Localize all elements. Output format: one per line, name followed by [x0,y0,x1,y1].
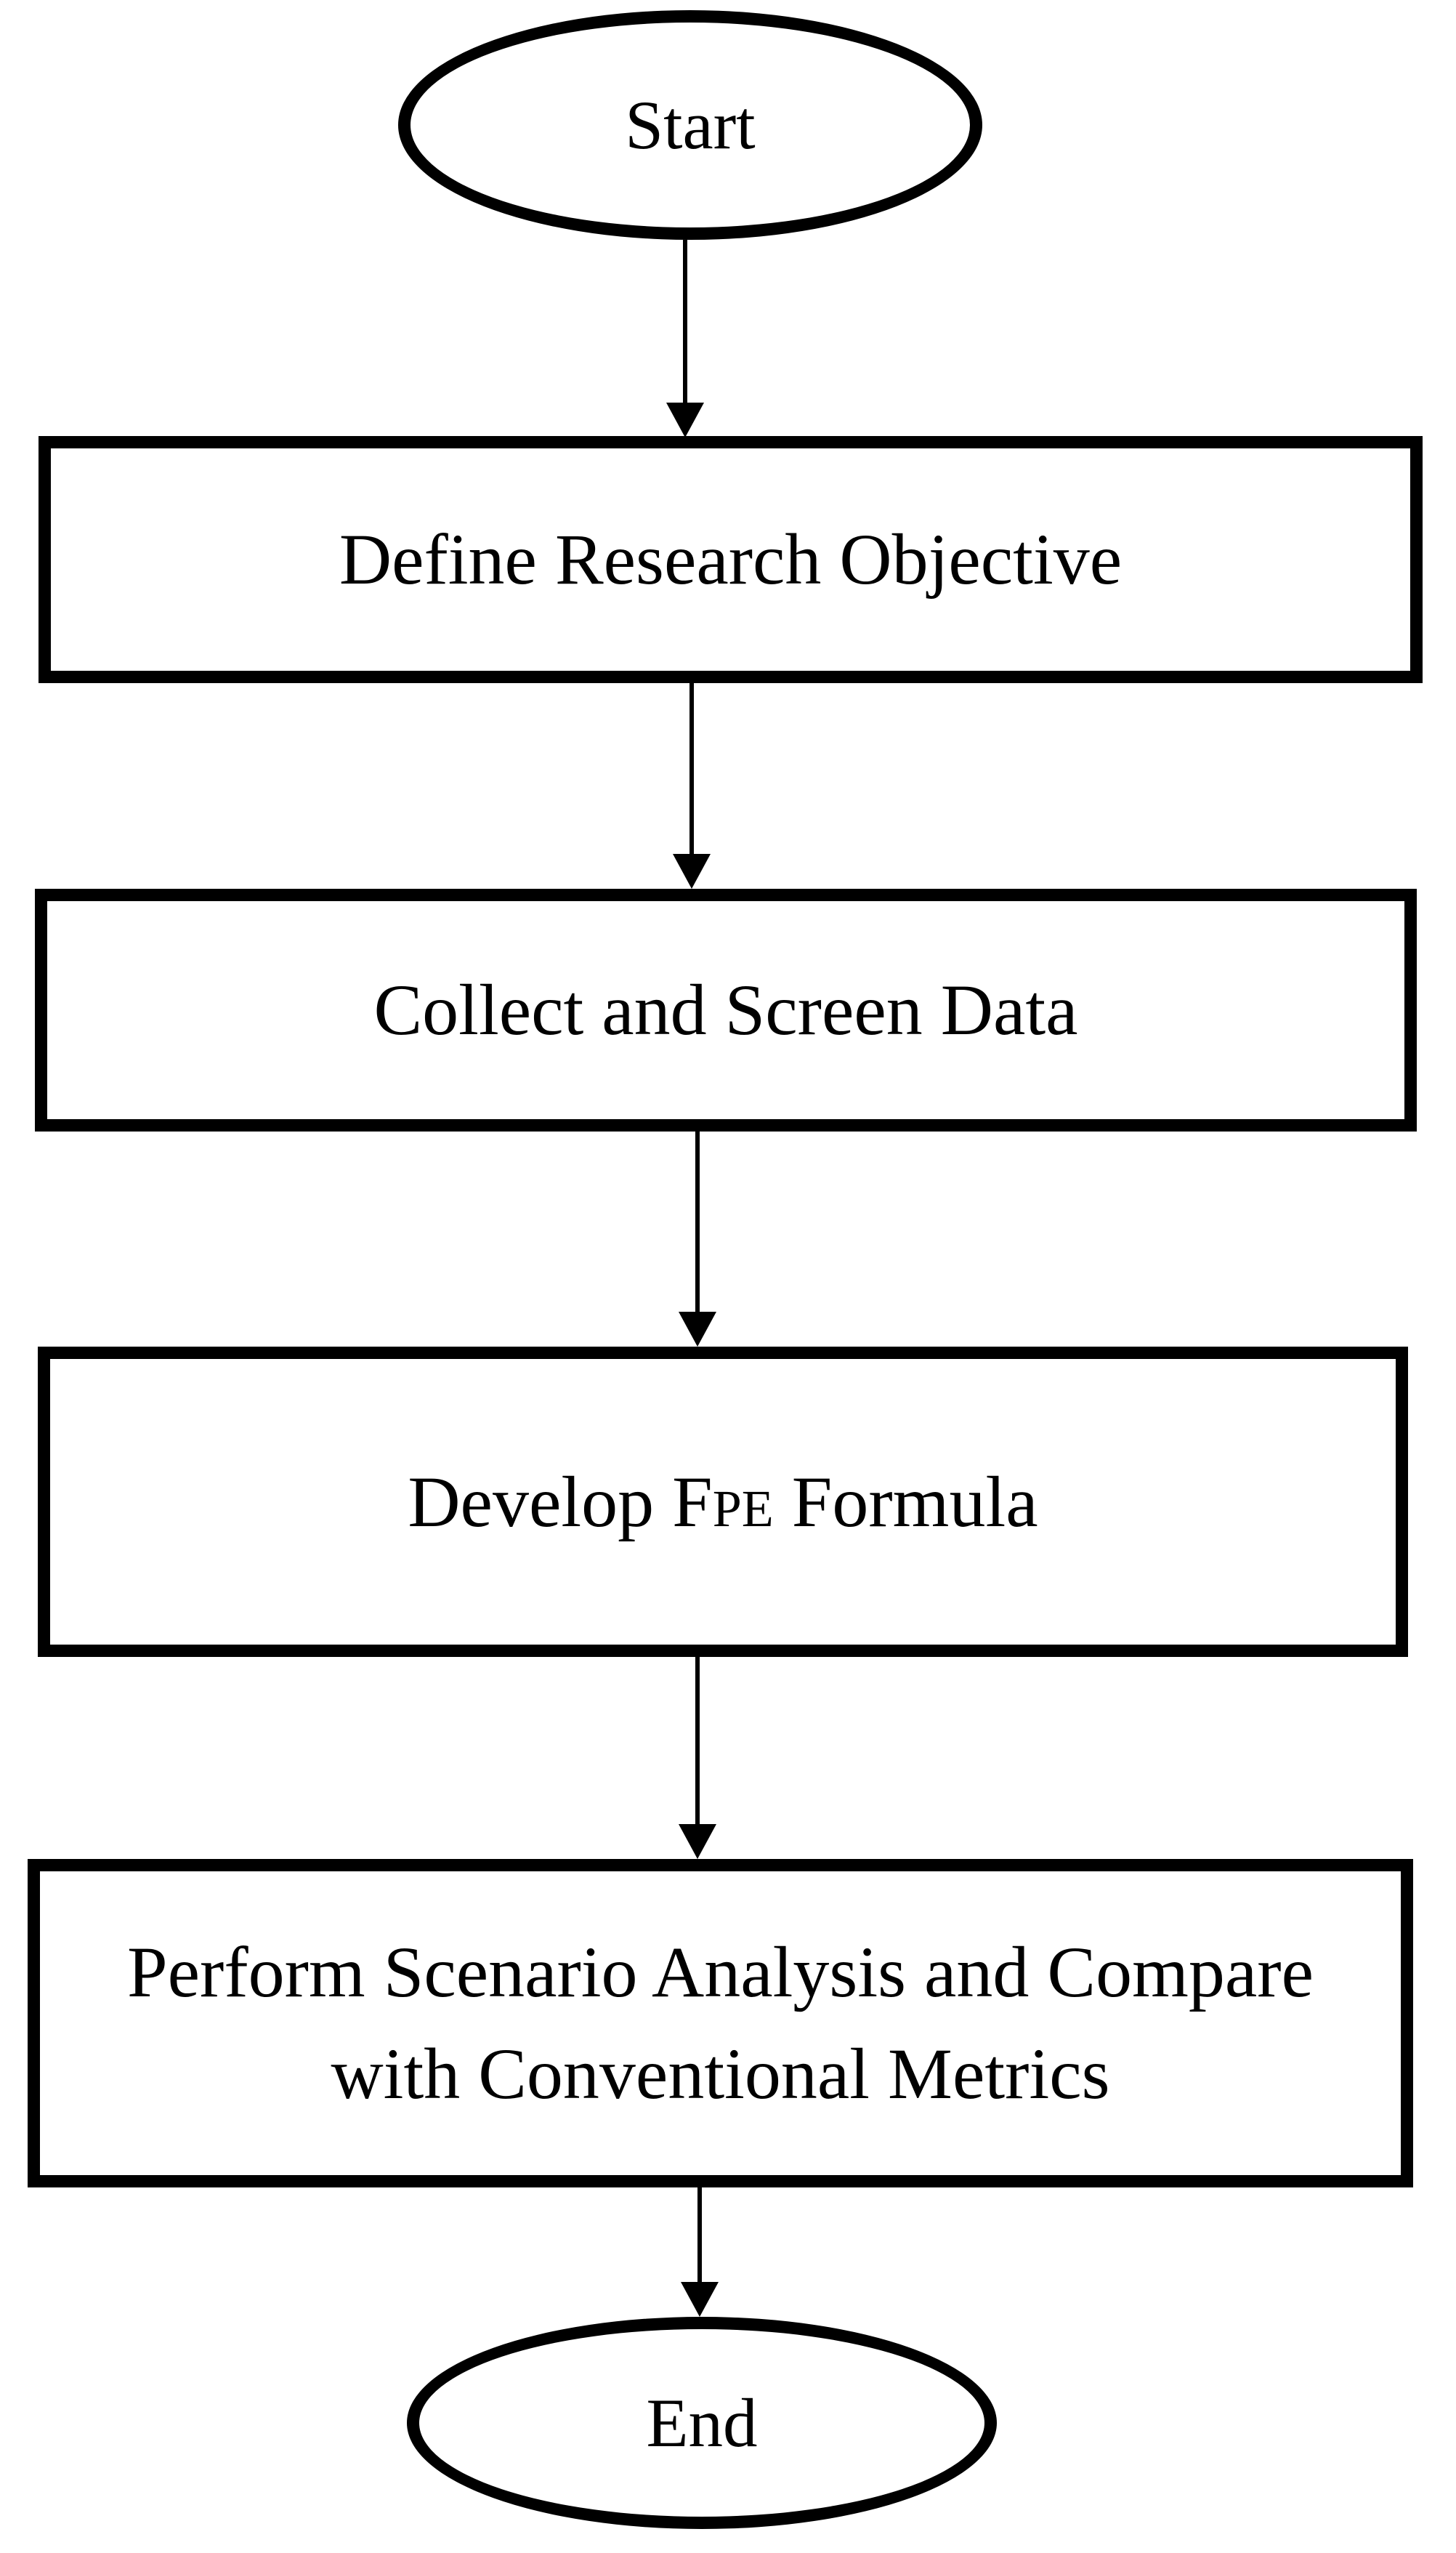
formula-subscript-pe: PE [712,1479,774,1538]
arrowhead-down-icon [679,1824,716,1859]
connector-line [695,1132,700,1315]
connector-line [695,1657,700,1827]
arrowhead-down-icon [666,403,704,437]
node-develop-fpe-formula: Develop FPE Formula [38,1347,1408,1657]
connector-line [689,683,694,857]
arrowhead-down-icon [681,2282,719,2317]
connector-define-to-collect [673,683,711,889]
node-scenario-analysis: Perform Scenario Analysis and Compare wi… [28,1859,1413,2187]
node-define-research-objective: Define Research Objective [39,436,1423,683]
node-end: End [407,2317,997,2529]
connector-develop-to-scenario [679,1657,716,1859]
arrowhead-down-icon [673,854,711,889]
connector-start-to-define [666,240,704,437]
connector-collect-to-develop [679,1132,716,1347]
node-end-label: End [646,2384,758,2461]
node-collect-and-screen-data-label: Collect and Screen Data [373,969,1078,1050]
connector-line [697,2187,702,2285]
node-start-label: Start [625,86,756,164]
formula-label-suffix: Formula [773,1461,1038,1542]
connector-line [683,240,687,406]
connector-scenario-to-end [681,2187,719,2317]
node-scenario-analysis-line1: Perform Scenario Analysis and Compare [127,1932,1314,2012]
node-collect-and-screen-data: Collect and Screen Data [35,889,1417,1132]
node-define-research-objective-label: Define Research Objective [339,519,1123,600]
node-scenario-analysis-line2: with Conventional Metrics [331,2033,1110,2114]
node-develop-fpe-formula-label: Develop FPE Formula [408,1451,1038,1553]
formula-label-prefix: Develop F [408,1461,713,1542]
node-start: Start [398,10,982,240]
arrowhead-down-icon [679,1312,716,1347]
